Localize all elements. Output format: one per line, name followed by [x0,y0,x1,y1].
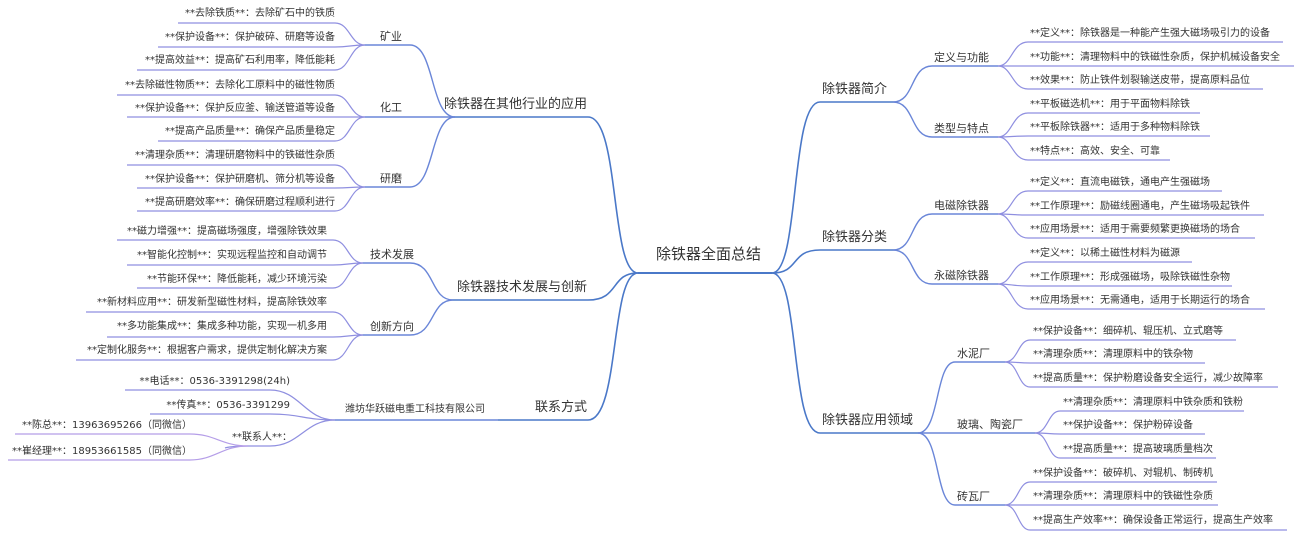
leaf-item[interactable]: **磁力增强**：提高磁场强度，增强除铁效果 [127,226,327,237]
leaf-item[interactable]: **提高产品质量**：确保产品质量稳定 [165,126,335,137]
leaf-contact-cui[interactable]: **崔经理**：18953661585（同微信） [12,446,192,457]
leaf-item[interactable]: **清理杂质**：清理研磨物料中的铁磁性杂质 [135,150,335,161]
node-contact[interactable]: 联系方式 [534,400,587,415]
leaf-item[interactable]: **去除铁质**：去除矿石中的铁质 [185,8,335,19]
leaf-item[interactable]: **定义**：直流电磁铁，通电产生强磁场 [1030,177,1210,188]
node-intro[interactable]: 除铁器简介 [822,82,888,97]
leaf-item[interactable]: **提高质量**：保护粉磨设备安全运行，减少故障率 [1033,373,1263,384]
node-glass-ceramic[interactable]: 玻璃、陶瓷厂 [957,418,1023,431]
leaf-contact-chen[interactable]: **陈总**：13963695266（同微信） [22,420,192,431]
root-node[interactable]: 除铁器全面总结 [656,245,762,263]
node-grinding[interactable]: 研磨 [380,172,402,185]
node-other-industries[interactable]: 除铁器在其他行业的应用 [443,97,587,112]
leaf-item[interactable]: **保护设备**：保护破碎、研磨等设备 [165,32,335,43]
leaf-item[interactable]: **多功能集成**：集成多种功能，实现一机多用 [117,321,327,332]
node-mining[interactable]: 矿业 [380,30,402,43]
leaf-item[interactable]: **提高生产效率**：确保设备正常运行，提高生产效率 [1033,515,1273,526]
leaf-fax[interactable]: **传真**：0536-3391299 [166,400,290,411]
leaf-phone[interactable]: **电话**：0536-3391298(24h) [139,376,290,387]
leaf-item[interactable]: **工作原理**：形成强磁场，吸除铁磁性杂物 [1030,272,1230,283]
node-chemical[interactable]: 化工 [380,101,402,114]
node-definition-function[interactable]: 定义与功能 [934,51,989,64]
leaf-item[interactable]: **平板磁选机**：用于平面物料除铁 [1030,99,1190,110]
node-tech-development[interactable]: 技术发展 [370,248,414,261]
leaf-item[interactable]: **工作原理**：励磁线圈通电，产生磁场吸起铁件 [1030,201,1250,212]
leaf-item[interactable]: **去除磁性物质**：去除化工原料中的磁性物质 [125,80,335,91]
node-innovation-direction[interactable]: 创新方向 [370,320,414,333]
leaf-item[interactable]: **清理杂质**：清理原料中铁杂质和铁粉 [1063,397,1243,408]
node-classification[interactable]: 除铁器分类 [822,230,888,245]
leaf-item[interactable]: **应用场景**：适用于需要频繁更换磁场的场合 [1030,224,1240,235]
leaf-item[interactable]: **保护设备**：保护粉碎设备 [1063,420,1193,431]
leaf-item[interactable]: **节能环保**：降低能耗，减少环境污染 [147,274,327,285]
leaf-item[interactable]: **提高研磨效率**：确保研磨过程顺利进行 [145,197,335,208]
node-cement-plant[interactable]: 水泥厂 [957,347,990,360]
node-contact-person[interactable]: **联系人**： [232,432,292,443]
leaf-item[interactable]: **效果**：防止铁件划裂输送皮带，提高原料品位 [1030,75,1250,86]
leaf-item[interactable]: **定制化服务**：根据客户需求，提供定制化解决方案 [87,345,327,356]
leaf-item[interactable]: **保护设备**：破碎机、对辊机、制砖机 [1033,468,1213,479]
leaf-item[interactable]: **定义**：除铁器是一种能产生强大磁场吸引力的设备 [1030,28,1270,39]
leaf-item[interactable]: **保护设备**：保护反应釜、输送管道等设备 [135,103,335,114]
leaf-item[interactable]: **清理杂质**：清理原料中的铁杂物 [1033,349,1193,360]
node-application-fields[interactable]: 除铁器应用领域 [822,413,914,428]
node-tech-innovation[interactable]: 除铁器技术发展与创新 [456,280,587,295]
leaf-item[interactable]: **提高质量**：提高玻璃质量档次 [1063,444,1213,455]
leaf-item[interactable]: **清理杂质**：清理原料中的铁磁性杂质 [1033,491,1213,502]
node-company[interactable]: 潍坊华跃磁电重工科技有限公司 [345,404,485,415]
leaf-item[interactable]: **智能化控制**：实现远程监控和自动调节 [137,250,327,261]
leaf-item[interactable]: **应用场景**：无需通电，适用于长期运行的场合 [1030,295,1250,306]
leaf-item[interactable]: **平板除铁器**：适用于多种物料除铁 [1030,122,1200,133]
leaf-item[interactable]: **新材料应用**：研发新型磁性材料，提高除铁效率 [97,297,327,308]
node-brick-plant[interactable]: 砖瓦厂 [957,490,990,503]
leaf-item[interactable]: **保护设备**：细碎机、辊压机、立式磨等 [1033,326,1223,337]
node-electromagnetic[interactable]: 电磁除铁器 [934,199,989,212]
leaf-item[interactable]: **定义**：以稀土磁性材料为磁源 [1030,248,1180,259]
leaf-item[interactable]: **功能**：清理物料中的铁磁性杂质，保护机械设备安全 [1030,52,1280,63]
node-types-features[interactable]: 类型与特点 [934,122,989,135]
node-permanent-magnet[interactable]: 永磁除铁器 [934,269,989,282]
leaf-item[interactable]: **特点**：高效、安全、可靠 [1030,146,1160,157]
leaf-item[interactable]: **保护设备**：保护研磨机、筛分机等设备 [145,174,335,185]
leaf-item[interactable]: **提高效益**：提高矿石利用率，降低能耗 [145,55,335,66]
